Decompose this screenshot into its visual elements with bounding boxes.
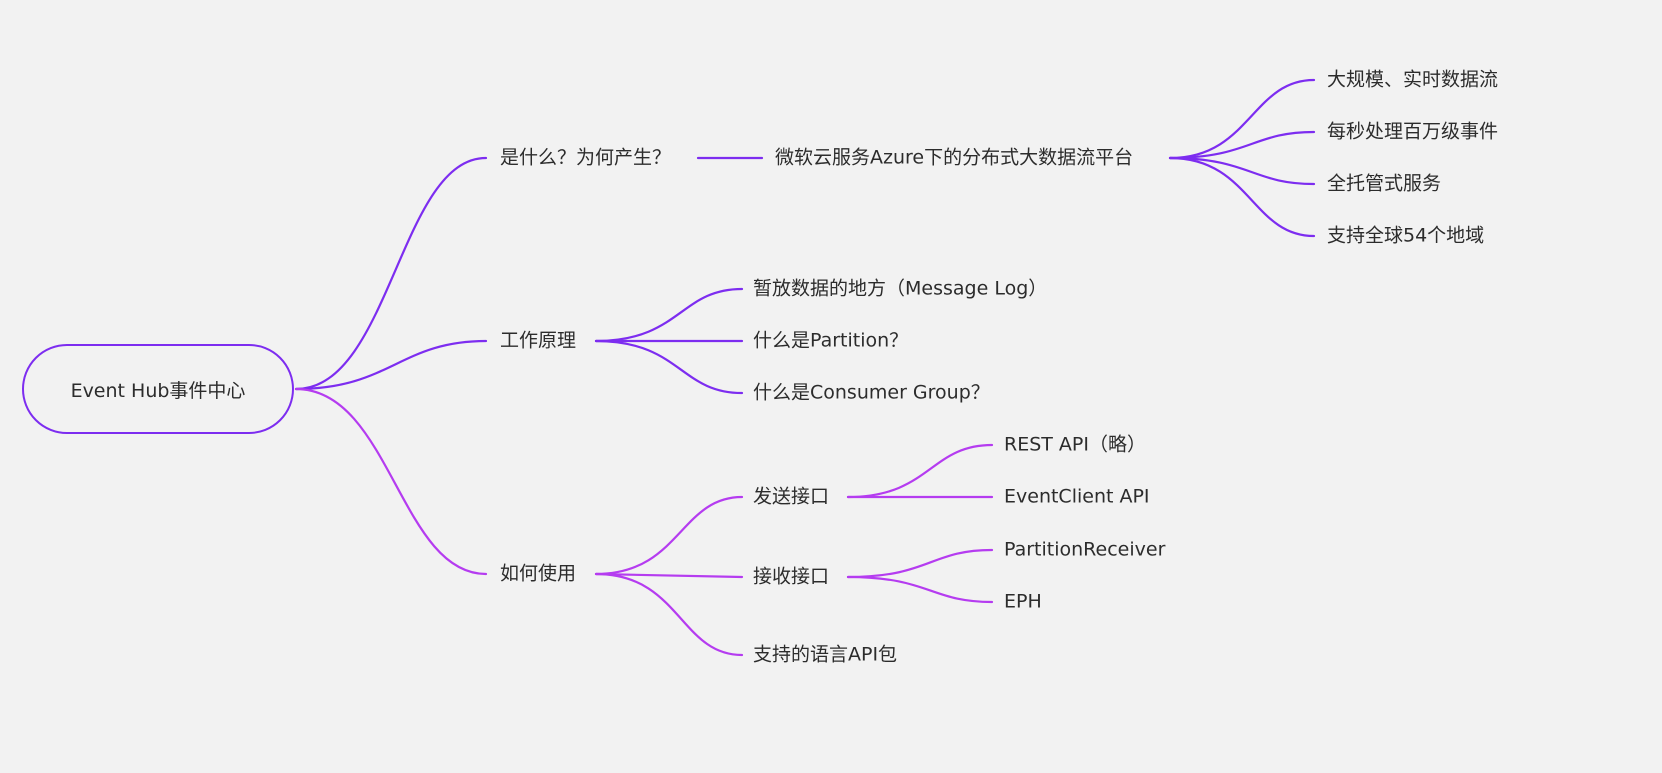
node-rest-api[interactable]: REST API（略）	[1004, 433, 1146, 456]
node-platform[interactable]: 微软云服务Azure下的分布式大数据流平台	[775, 146, 1134, 169]
edge-usage-send	[594, 495, 744, 576]
node-feature-regions[interactable]: 支持全球54个地域	[1327, 224, 1485, 247]
node-send-interface[interactable]: 发送接口	[753, 485, 830, 508]
edge-platform-feature-2	[1168, 130, 1316, 160]
node-consumer-group[interactable]: 什么是Consumer Group？	[753, 381, 990, 404]
edge-platform-feature-3	[1168, 156, 1316, 186]
edge-receive-eph	[846, 575, 994, 604]
node-how-it-works[interactable]: 工作原理	[500, 329, 577, 352]
node-feature-realtime[interactable]: 大规模、实时数据流	[1327, 68, 1499, 91]
node-language-sdk[interactable]: 支持的语言API包	[753, 643, 898, 666]
node-feature-million-events[interactable]: 每秒处理百万级事件	[1327, 120, 1499, 143]
node-message-log[interactable]: 暂放数据的地方（Message Log）	[753, 277, 1048, 300]
node-receive-interface[interactable]: 接收接口	[753, 565, 830, 588]
edge-root-usage	[294, 387, 488, 576]
edge-principle-consumergroup	[594, 339, 744, 395]
edge-platform-feature-4	[1168, 156, 1316, 238]
node-feature-managed[interactable]: 全托管式服务	[1327, 172, 1442, 195]
edge-receive-partitionreceiver	[846, 548, 994, 579]
node-how-to-use[interactable]: 如何使用	[500, 562, 577, 585]
node-what-why[interactable]: 是什么？为何产生？	[500, 146, 672, 169]
edge-usage-receive	[594, 572, 744, 579]
node-eph[interactable]: EPH	[1004, 590, 1042, 613]
root-node[interactable]: Event Hub事件中心	[22, 344, 294, 434]
edge-platform-feature-1	[1168, 78, 1316, 160]
root-label: Event Hub事件中心	[70, 379, 246, 402]
node-partition[interactable]: 什么是Partition？	[753, 329, 909, 352]
edge-root-principle	[294, 339, 488, 391]
edge-principle-messagelog	[594, 287, 744, 343]
edge-usage-sdk	[594, 572, 744, 657]
edge-root-what	[294, 156, 488, 391]
edge-send-rest	[846, 443, 994, 499]
node-partition-receiver[interactable]: PartitionReceiver	[1004, 538, 1166, 561]
node-eventclient-api[interactable]: EventClient API	[1004, 485, 1150, 508]
